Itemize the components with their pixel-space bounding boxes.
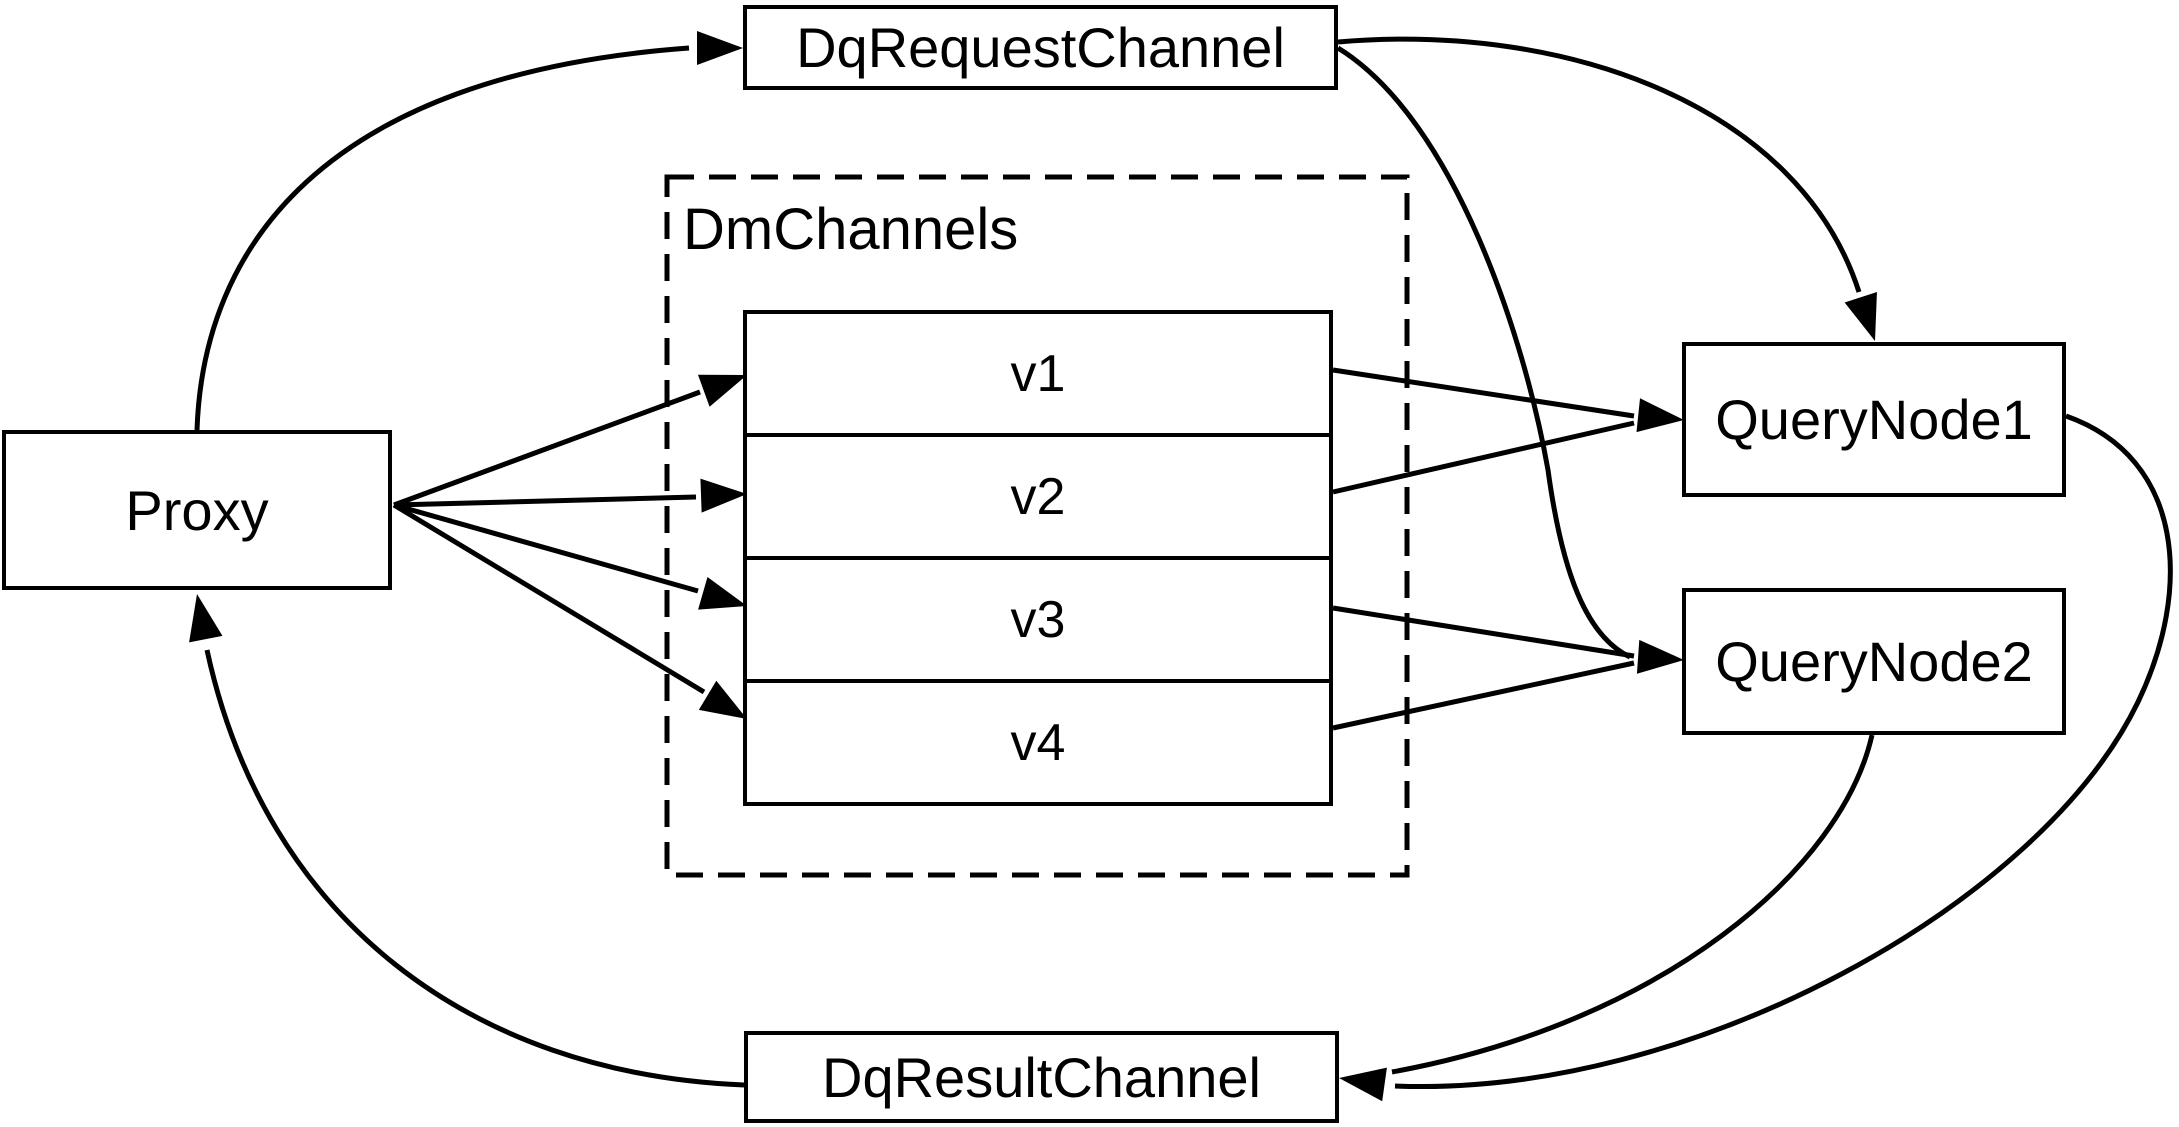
edge-v1-to-query-node-1 [1332, 367, 1635, 419]
arrowhead-v3-to-query-node-2 [1636, 639, 1684, 674]
arrowhead-proxy-to-v2 [700, 478, 747, 513]
dm-channel-row-v1-label: v1 [1010, 344, 1066, 403]
arrowhead-v1-to-query-node-1 [1636, 398, 1684, 433]
edge-query-node-1-to-dq-result-channel [1394, 413, 2173, 1090]
dm-channel-row-v4-label: v4 [1010, 713, 1066, 772]
node-dq-result-channel-label: DqResultChannel [822, 1045, 1261, 1109]
node-query-node-1: QueryNode1 [1682, 342, 2066, 497]
edge-proxy-to-dq-request-channel [194, 45, 690, 431]
arrowhead-dq-request-channel-to-query-node-1 [1844, 291, 1877, 341]
node-proxy-label: Proxy [125, 478, 269, 542]
edge-proxy-to-v3 [393, 502, 699, 594]
edge-proxy-to-v4 [392, 502, 706, 695]
edge-dq-result-channel-to-proxy [204, 649, 745, 1088]
edge-v4-to-query-node-2 [1332, 660, 1635, 731]
edge-dq-request-channel-to-query-node-2 [1336, 45, 1632, 660]
edge-v2-to-query-node-1 [1332, 420, 1635, 495]
node-query-node-1-label: QueryNode1 [1715, 388, 2033, 451]
node-query-node-2-label: QueryNode2 [1715, 630, 2033, 693]
edge-dq-request-channel-to-query-node-1 [1337, 36, 1862, 293]
node-proxy: Proxy [2, 430, 392, 590]
edge-proxy-to-v1 [393, 389, 701, 508]
arrowhead-proxy-to-dq-request-channel [697, 31, 743, 65]
dm-channels-label: DmChannels [683, 197, 1019, 262]
dm-channel-row-v3: v3 [747, 560, 1329, 683]
dm-channel-row-v3-label: v3 [1010, 590, 1066, 649]
edge-v3-to-query-node-2 [1332, 605, 1635, 659]
dm-channel-row-v2-label: v2 [1010, 467, 1066, 526]
node-dq-result-channel: DqResultChannel [744, 1031, 1339, 1123]
node-query-node-2: QueryNode2 [1682, 588, 2066, 735]
arrowhead-dq-result-channel-to-proxy [189, 594, 223, 643]
dm-channel-row-v4: v4 [747, 683, 1329, 802]
edge-query-node-2-to-dq-result-channel [1391, 734, 1875, 1075]
dm-channel-row-v2: v2 [747, 437, 1329, 560]
node-dq-request-channel-label: DqRequestChannel [796, 16, 1285, 79]
edge-proxy-to-v2 [393, 494, 697, 508]
node-dq-request-channel: DqRequestChannel [743, 5, 1338, 90]
dm-channel-row-v1: v1 [747, 314, 1329, 437]
arrowhead-query-node-1-to-dq-result-channel [1339, 1067, 1387, 1102]
dm-channels-table: v1 v2 v3 v4 [743, 310, 1333, 806]
